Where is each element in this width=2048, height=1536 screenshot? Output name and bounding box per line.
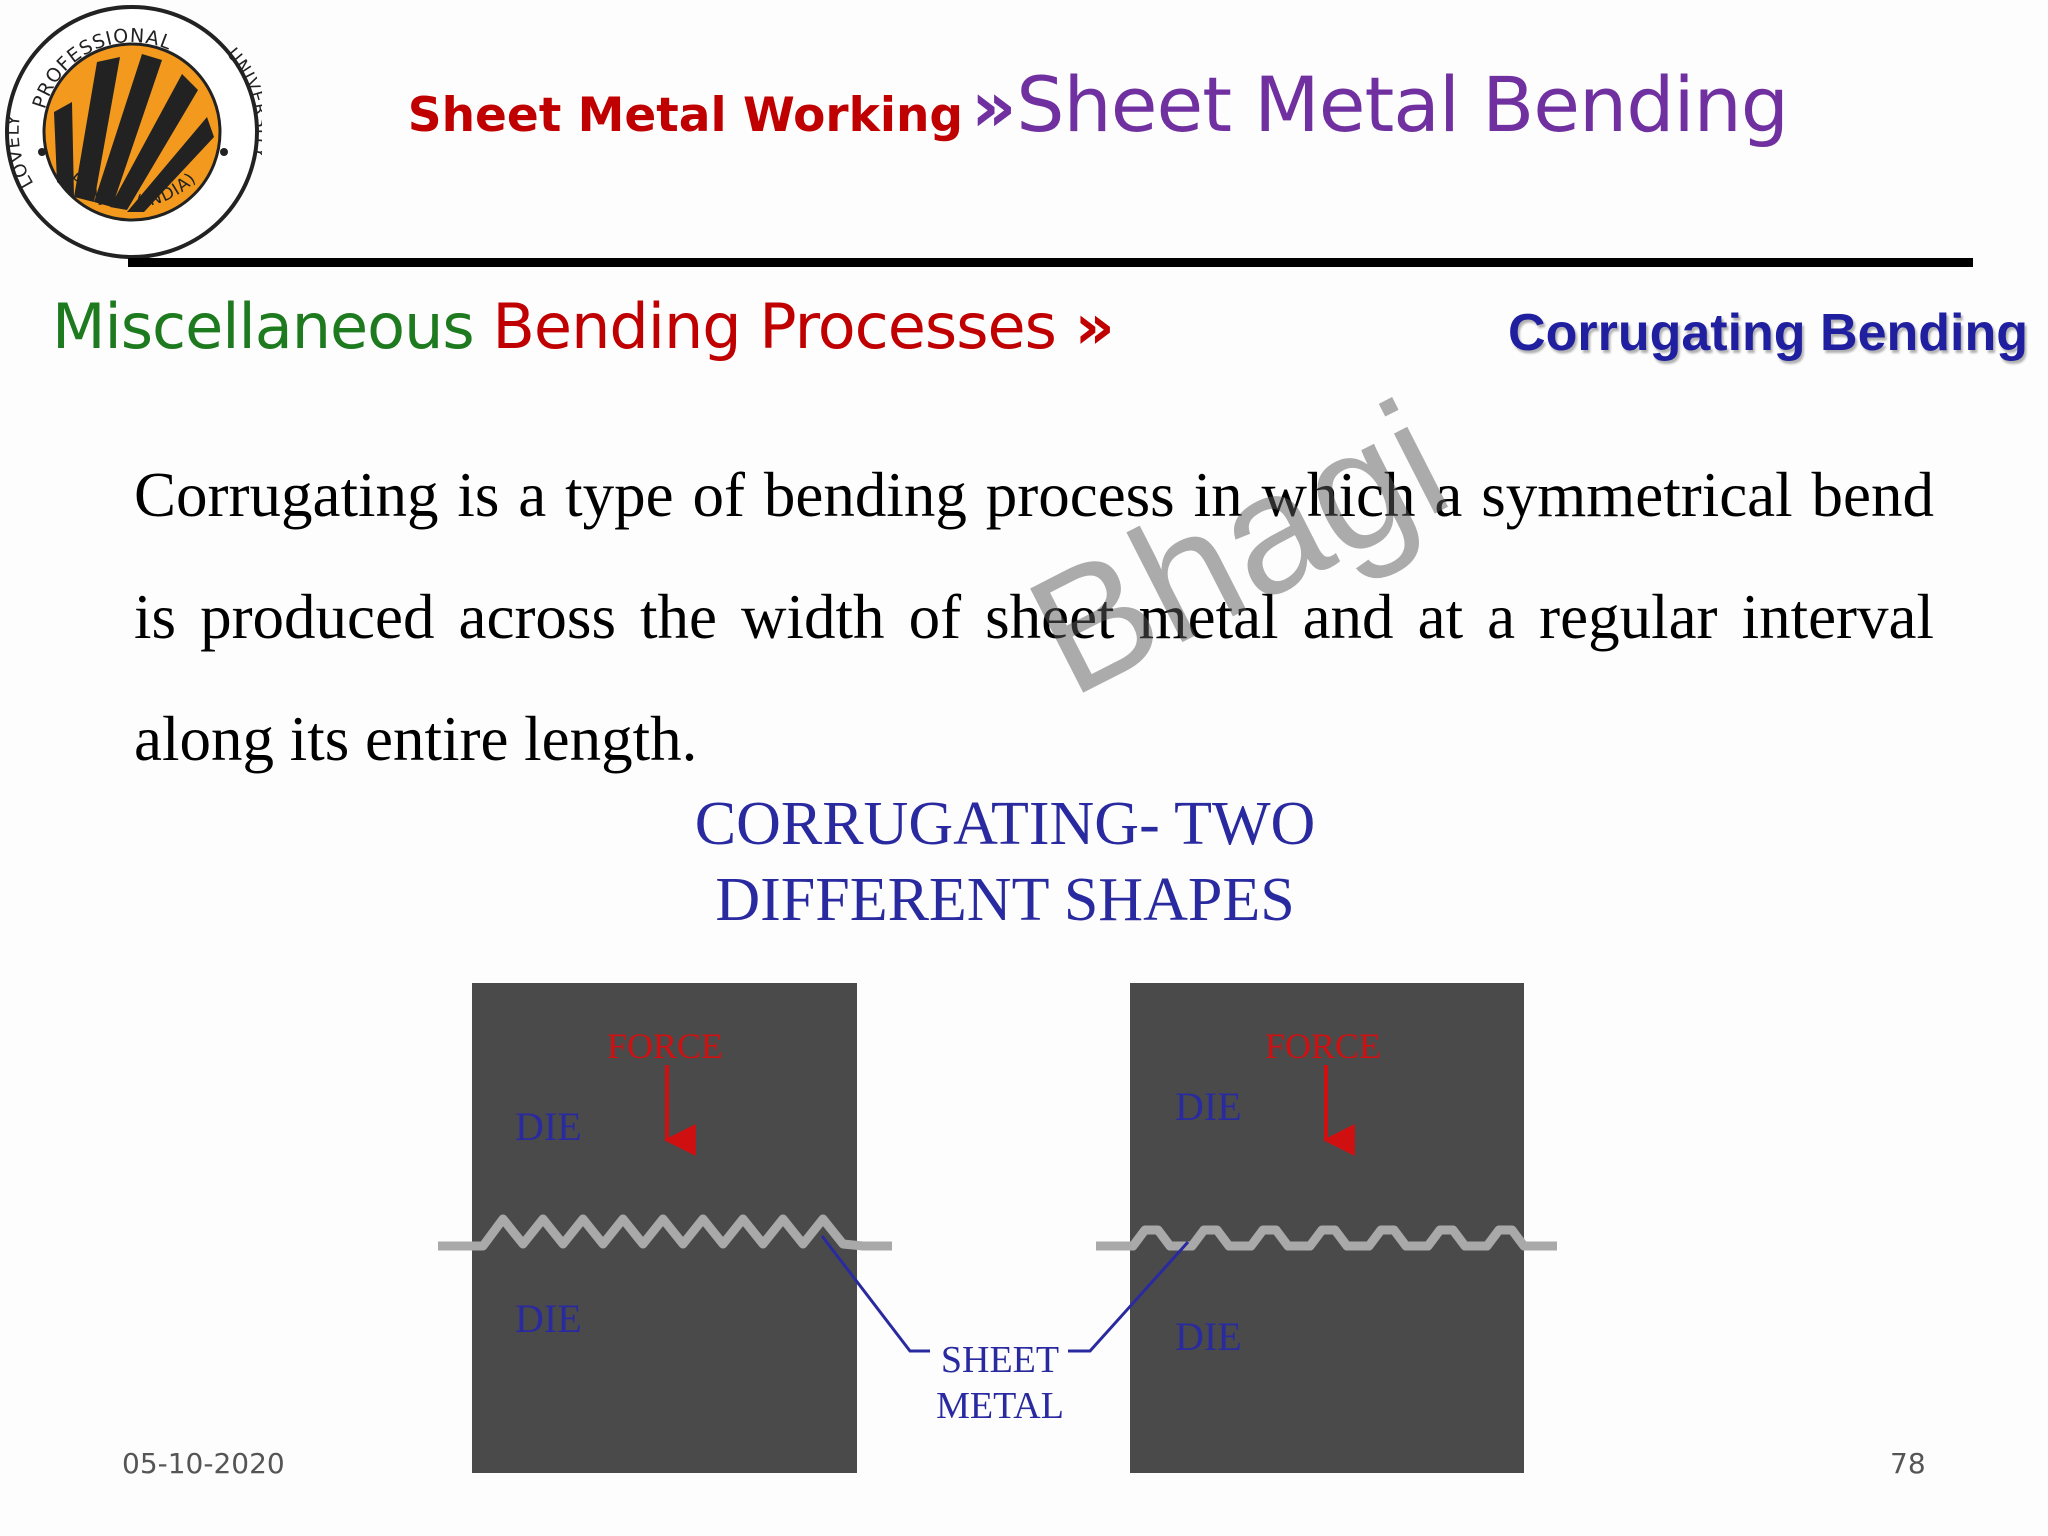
header-breadcrumb: Sheet Metal Working » Sheet Metal Bendin…: [130, 60, 1789, 149]
section-heading-part-a: Miscellaneous: [52, 290, 475, 363]
sheet-metal-label-line-2: METAL: [936, 1385, 1064, 1427]
left-lower-die-label: DIE: [515, 1296, 582, 1341]
section-heading-separator: »: [1074, 290, 1115, 363]
section-heading-part-b: Bending Processes: [492, 290, 1057, 363]
subtopic-label: Corrugating Bending: [1508, 304, 2028, 362]
figure-title-line-1: CORRUGATING- TWO: [694, 790, 1316, 858]
left-force-label: FORCE: [607, 1026, 723, 1066]
header-divider: [128, 258, 1973, 267]
footer-page-number: 78: [1890, 1447, 1926, 1480]
figure-title-line-2: DIFFERENT SHAPES: [715, 866, 1295, 934]
figure-title: CORRUGATING- TWO DIFFERENT SHAPES: [600, 786, 1410, 938]
right-lower-die-label: DIE: [1175, 1314, 1242, 1359]
university-logo: PROFESSIONAL PUNJAB (INDIA) LOVELY UNIVE…: [3, 5, 262, 259]
sheet-callout-line-left: [820, 1235, 930, 1353]
sheet-callout-line-right: [1068, 1240, 1190, 1353]
section-heading: Miscellaneous Bending Processes »: [52, 290, 1115, 363]
breadcrumb-parent: Sheet Metal Working: [407, 88, 964, 143]
right-force-label: FORCE: [1265, 1026, 1381, 1066]
right-upper-die-label: DIE: [1175, 1084, 1242, 1129]
footer-date: 05-10-2020: [122, 1447, 285, 1480]
left-sheet-metal: [438, 1214, 892, 1251]
breadcrumb-separator: »: [971, 66, 1017, 148]
slide-title: Sheet Metal Bending: [1016, 60, 1789, 149]
sheet-metal-label-line-1: SHEET: [941, 1339, 1059, 1381]
left-upper-die-label: DIE: [515, 1104, 582, 1149]
right-sheet-metal: [1096, 1225, 1557, 1251]
body-paragraph: Corrugating is a type of bending process…: [134, 460, 1934, 774]
